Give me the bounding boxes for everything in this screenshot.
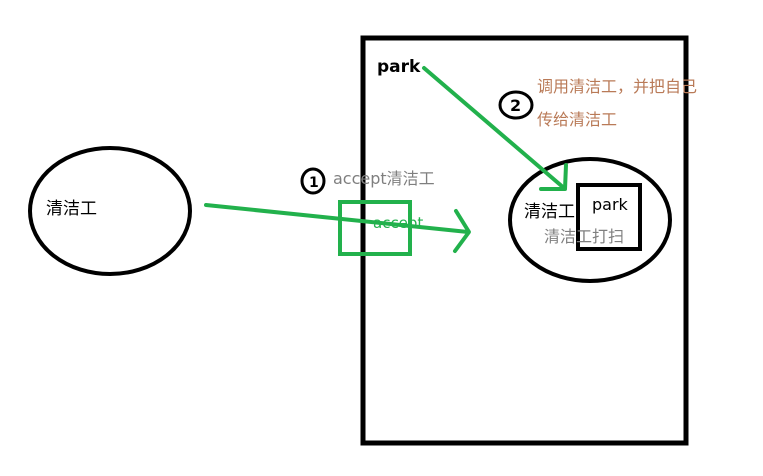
park-box <box>360 35 689 446</box>
accept-arrow-head <box>453 209 471 253</box>
inner-caption: 清洁工打扫 <box>544 227 624 246</box>
left-cleaner-label: 清洁工 <box>46 199 97 219</box>
inner-cleaner-ellipse <box>508 157 672 283</box>
step2-line1: 调用清洁工，并把自己 <box>537 77 697 96</box>
step1-number: 1 <box>309 175 319 191</box>
step1-text: accept清洁工 <box>333 169 435 188</box>
call-arrow-head <box>539 163 568 191</box>
inner-park-label: park <box>592 195 629 214</box>
step2-marker <box>498 90 534 120</box>
inner-park-box <box>576 183 642 251</box>
call-arrow <box>422 66 566 190</box>
park-title: park <box>377 57 421 77</box>
accept-arrow <box>204 203 470 234</box>
inner-cleaner-label: 清洁工 <box>524 202 575 222</box>
left-cleaner-ellipse <box>28 146 192 276</box>
step1-marker <box>300 167 326 195</box>
step2-line2: 传给清洁工 <box>537 110 617 129</box>
step2-number: 2 <box>510 96 521 115</box>
